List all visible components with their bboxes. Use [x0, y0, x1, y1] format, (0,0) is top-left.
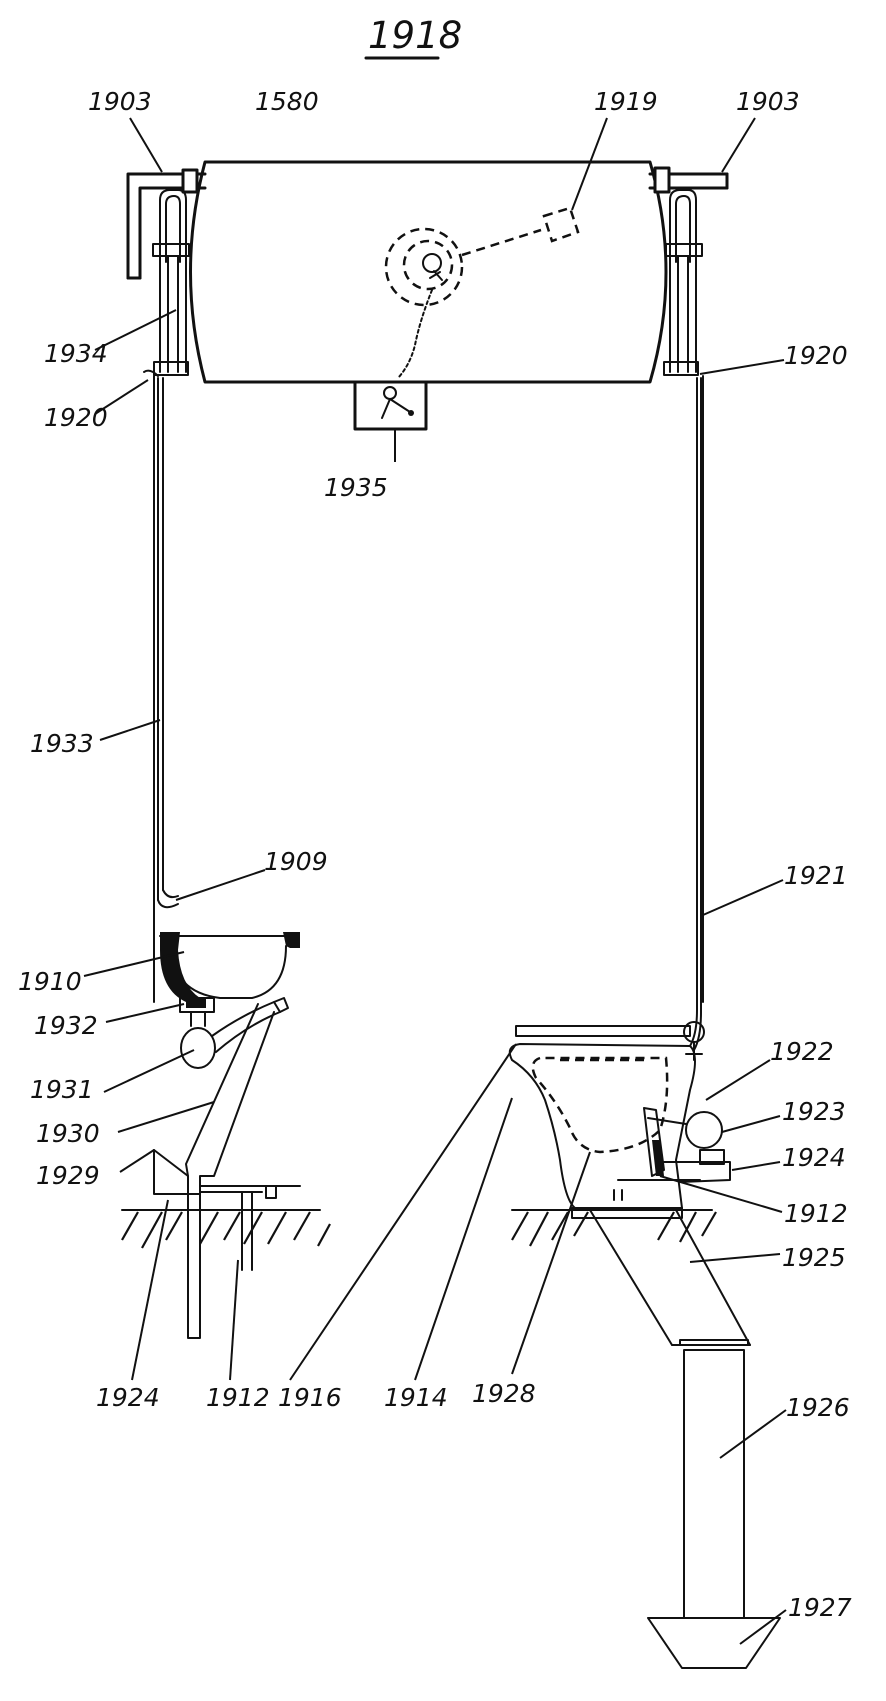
ref-1927: 1927 [788, 1593, 852, 1622]
sink-supply-pipe [143, 369, 179, 909]
toilet-valve [617, 1107, 731, 1183]
ref-1926: 1926 [786, 1393, 850, 1422]
pipe-right [648, 166, 729, 194]
drain-duct [589, 1209, 751, 1346]
ref-1922: 1922 [770, 1037, 834, 1066]
ref-1914: 1914 [384, 1383, 448, 1412]
ref-1924-left: 1924 [96, 1383, 160, 1412]
pipe-left [126, 168, 207, 280]
ref-1934: 1934 [44, 339, 108, 368]
basin-base [153, 1149, 201, 1195]
ref-1912-right: 1912 [784, 1199, 848, 1228]
ref-1933: 1933 [30, 729, 94, 758]
riser-right [663, 189, 703, 376]
ref-1930: 1930 [36, 1119, 100, 1148]
ref-1935: 1935 [324, 473, 388, 502]
flush-control-box [353, 380, 428, 431]
toilet-bowl [508, 1043, 696, 1219]
ref-1931: 1931 [30, 1075, 94, 1104]
ref-1928: 1928 [472, 1379, 536, 1408]
ref-1924-right: 1924 [782, 1143, 846, 1172]
riser-left [152, 189, 190, 376]
ref-1580: 1580 [255, 87, 319, 116]
ref-1920-left: 1920 [44, 403, 108, 432]
basin-drain-pipe [185, 1003, 275, 1339]
cesspool [647, 1617, 781, 1669]
toilet-supply-pipe [689, 377, 702, 1051]
ref-1903-right: 1903 [736, 87, 800, 116]
vertical-drain-pipe [679, 1339, 749, 1619]
basin-pedal [199, 1185, 301, 1271]
floor-left [121, 1209, 331, 1249]
ref-1920-right: 1920 [784, 341, 848, 370]
basin-trap [180, 997, 289, 1069]
ref-1912-left: 1912 [206, 1383, 270, 1412]
ref-1923: 1923 [782, 1097, 846, 1126]
floor-right [511, 1209, 717, 1247]
ref-1925: 1925 [782, 1243, 846, 1272]
toilet-seat [515, 1021, 705, 1061]
ref-1921: 1921 [784, 861, 848, 890]
figure-number: 1918 [368, 14, 462, 57]
float-valve [384, 206, 580, 379]
leader-lines [83, 117, 787, 1645]
ref-1932: 1932 [34, 1011, 98, 1040]
water-tank [189, 160, 668, 384]
ref-1909: 1909 [264, 847, 328, 876]
ref-1903-left: 1903 [88, 87, 152, 116]
ref-1916: 1916 [278, 1383, 342, 1412]
ref-1929: 1929 [36, 1161, 100, 1190]
wash-basin [159, 932, 300, 1013]
ref-1919: 1919 [594, 87, 658, 116]
ref-1910: 1910 [18, 967, 82, 996]
